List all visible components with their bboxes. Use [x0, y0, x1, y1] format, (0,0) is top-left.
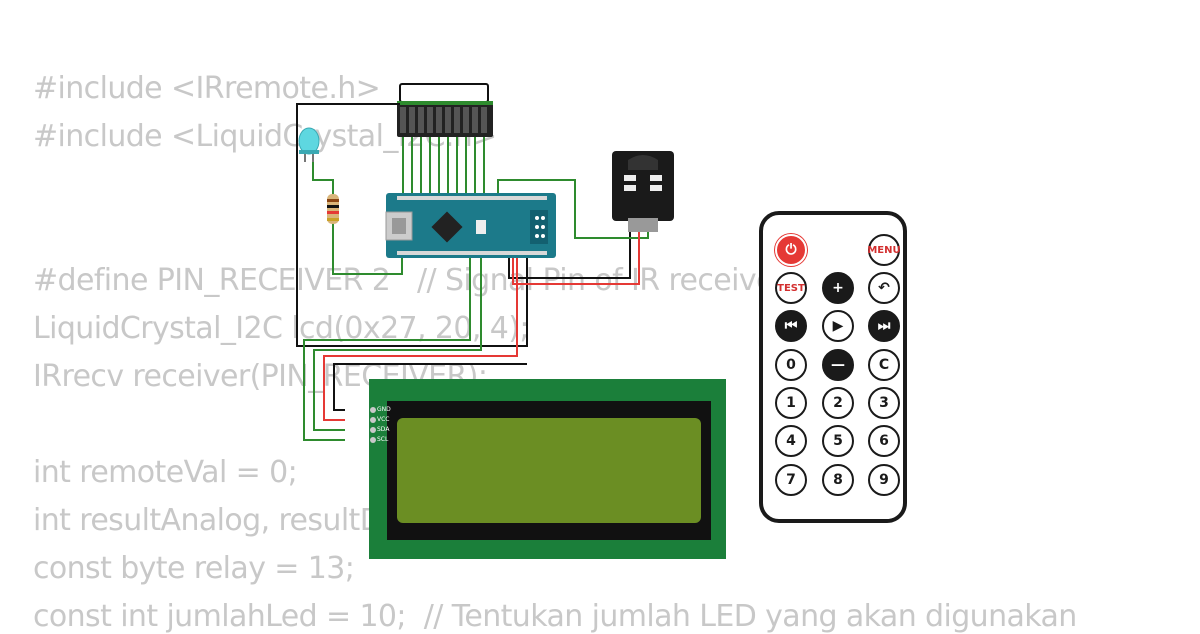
power-button[interactable]: ⏻	[775, 234, 807, 266]
gnd-wires	[296, 103, 631, 411]
digit-9-button[interactable]: 9	[868, 464, 900, 496]
ir-receiver-module[interactable]	[612, 151, 674, 232]
digit-2-button[interactable]: 2	[822, 387, 854, 419]
arduino-nano[interactable]	[385, 193, 556, 258]
code-line: int remoteVal = 0;	[33, 455, 298, 490]
code-line: const int jumlahLed = 10; // Tentukan ju…	[33, 599, 1077, 634]
lcd-pin-scl: SCL	[377, 436, 389, 443]
vcc-wires	[323, 232, 640, 421]
i2c-wires	[303, 258, 482, 441]
code-line: #define PIN_RECEIVER 2 // Signal Pin of …	[33, 263, 786, 298]
led-cyan[interactable]	[298, 127, 320, 162]
lcd-2004[interactable]	[369, 379, 726, 559]
led-bar-graph[interactable]	[397, 83, 493, 137]
digit-5-button[interactable]: 5	[822, 425, 854, 457]
back-button[interactable]: ↶	[868, 272, 900, 304]
play-button[interactable]: ▶	[822, 310, 854, 342]
digit-8-button[interactable]: 8	[822, 464, 854, 496]
digit-0-button[interactable]: 0	[775, 349, 807, 381]
lcd-pin-gnd: GND	[377, 406, 391, 413]
minus-button[interactable]: —	[822, 349, 854, 381]
digit-4-button[interactable]: 4	[775, 425, 807, 457]
digit-6-button[interactable]: 6	[868, 425, 900, 457]
code-line: #include <IRremote.h>	[33, 71, 381, 106]
resistor[interactable]	[312, 162, 403, 275]
plus-button[interactable]: +	[822, 272, 854, 304]
lcd-pin-vcc: VCC	[377, 416, 390, 423]
code-line: LiquidCrystal_I2C lcd(0x27, 20, 4);	[33, 311, 529, 346]
code-line: const byte relay = 13;	[33, 551, 355, 586]
test-button[interactable]: TEST	[775, 272, 807, 304]
next-button[interactable]: ⏭	[868, 310, 900, 342]
c-button[interactable]: C	[868, 349, 900, 381]
menu-button[interactable]: MENU	[867, 234, 901, 266]
bargraph-wires	[402, 137, 485, 198]
digit-7-button[interactable]: 7	[775, 464, 807, 496]
digit-3-button[interactable]: 3	[868, 387, 900, 419]
lcd-pin-sda: SDA	[377, 426, 390, 433]
digit-1-button[interactable]: 1	[775, 387, 807, 419]
prev-button[interactable]: ⏮	[775, 310, 807, 342]
